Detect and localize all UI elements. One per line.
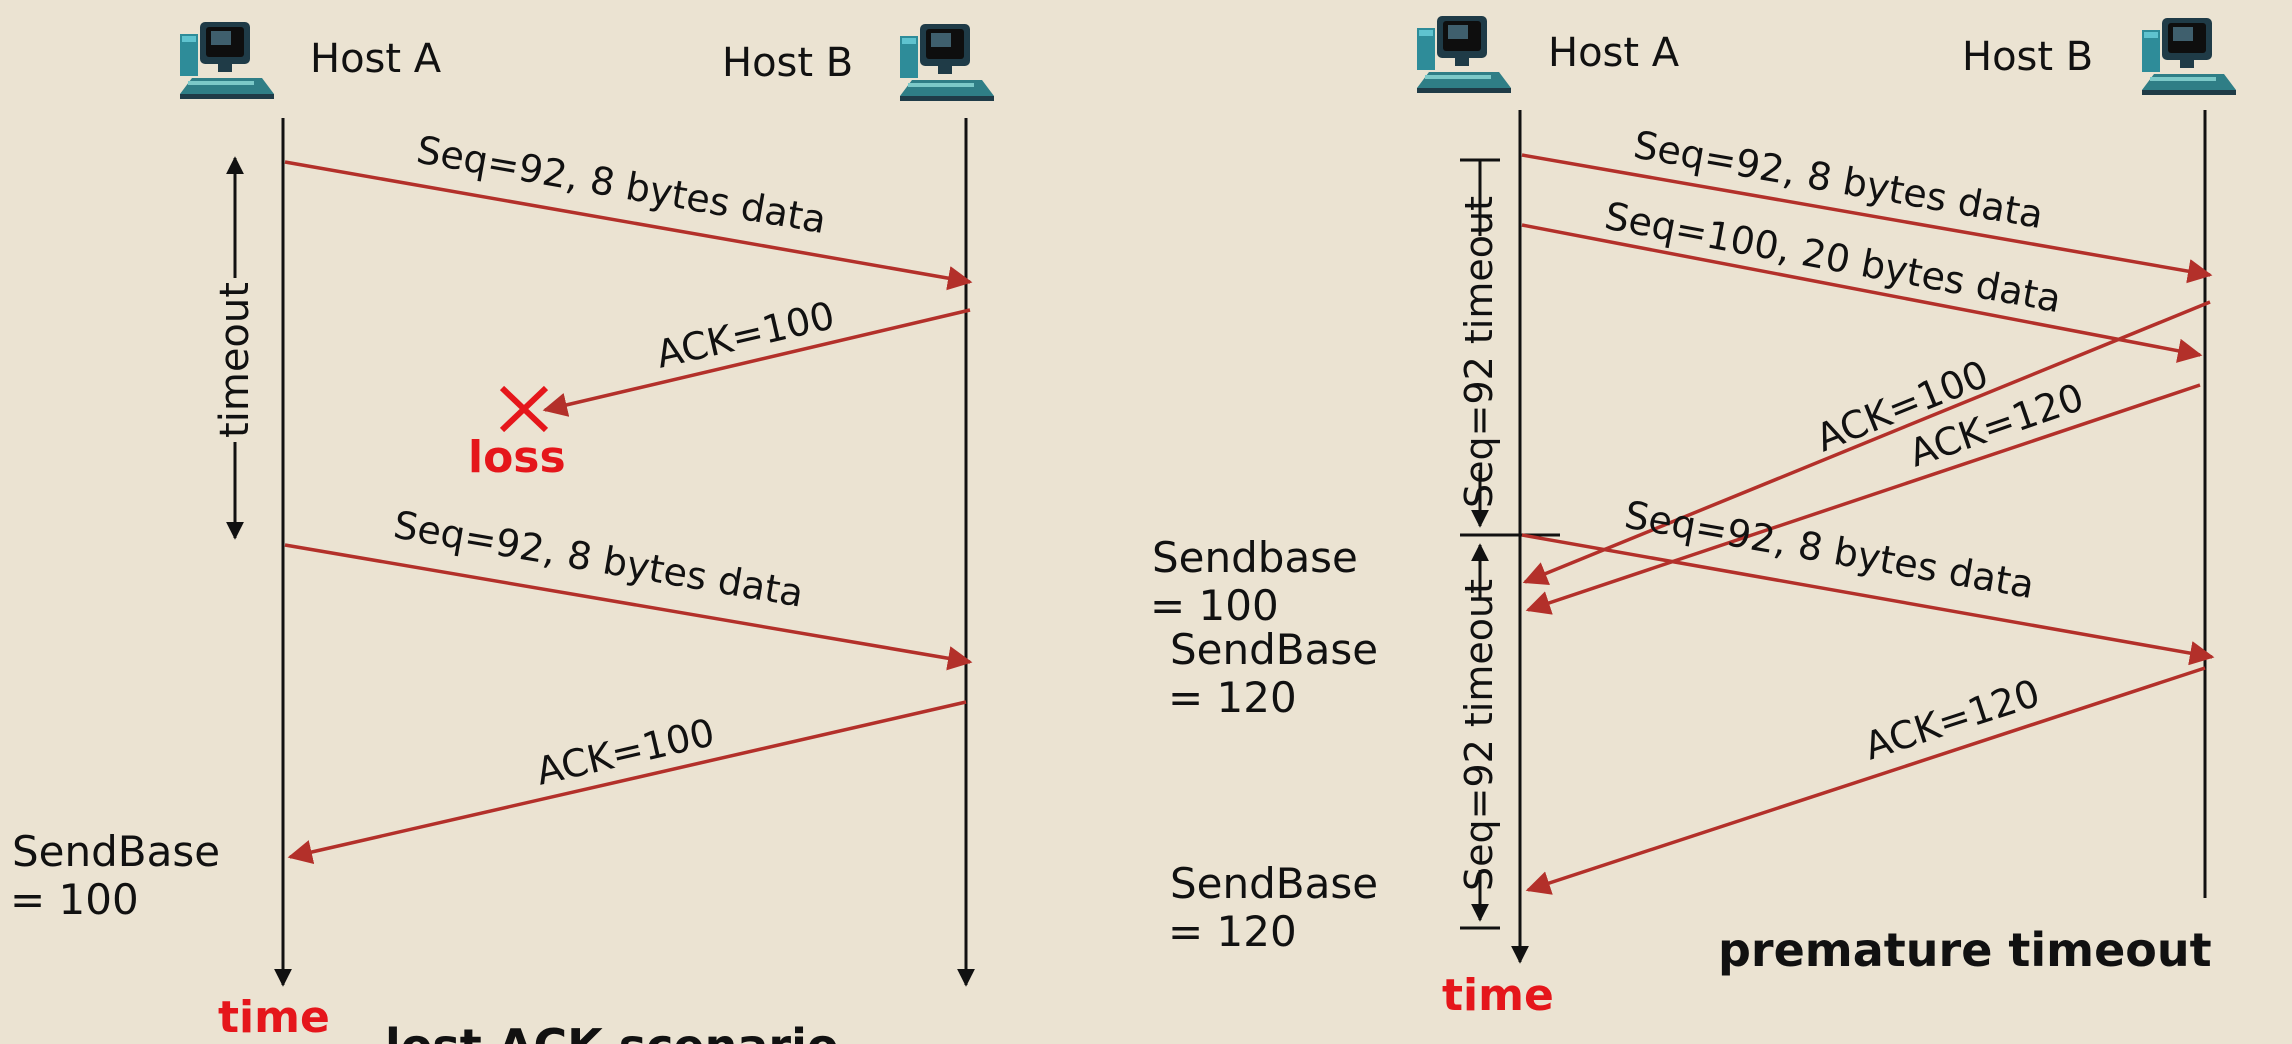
right-host-b-label: Host B: [1962, 34, 2093, 80]
right-time-label: time: [1442, 970, 1554, 1021]
right-sendbase3-label: SendBase: [1170, 859, 1378, 908]
right-ack120-arrow: [1525, 383, 2201, 615]
left-host-b-label: Host B: [722, 40, 853, 86]
right-panel: Host A Host B Seq=92 timeout Seq=92 time…: [1150, 16, 2236, 1021]
left-panel: Host A Host B timeout Seq=92, 8 bytes da…: [10, 22, 994, 1044]
right-caption: premature timeout: [1718, 923, 2212, 977]
right-ack100-arrow: [1522, 300, 2211, 585]
loss-x-icon: [499, 385, 549, 433]
right-ack120-final-label: ACK=120: [1859, 671, 2045, 769]
left-timeout-label: timeout: [212, 282, 258, 438]
left-seq92-arrow: [284, 160, 973, 291]
right-host-a-label: Host A: [1548, 30, 1680, 76]
left-ack100-arrow: [287, 700, 967, 865]
right-sendbase1-label: Sendbase: [1152, 533, 1358, 582]
loss-label: loss: [468, 432, 566, 483]
left-seq92-retransmit-arrow: [284, 543, 973, 671]
right-seq92-arrow: [1521, 153, 2213, 284]
right-sendbase2-label: SendBase: [1170, 625, 1378, 674]
host-a-computer-icon: [1417, 16, 1511, 93]
right-sendbase1-value: = 100: [1150, 581, 1279, 630]
left-sendbase-label: SendBase: [12, 827, 220, 876]
right-sendbase3-value: = 120: [1168, 907, 1297, 956]
right-seq92-retransmit-arrow: [1521, 533, 2215, 666]
left-time-label: time: [218, 992, 330, 1043]
right-timeout1-label: Seq=92 timeout: [1457, 196, 1501, 508]
left-sendbase-value: = 100: [10, 875, 139, 924]
left-caption: lost ACK scenario: [385, 1019, 838, 1044]
right-sendbase2-value: = 120: [1168, 673, 1297, 722]
left-ack100-lost-arrow: [542, 308, 971, 417]
left-seq92-label: Seq=92, 8 bytes data: [413, 128, 829, 243]
host-b-computer-icon: [2142, 18, 2236, 95]
left-host-a-label: Host A: [310, 36, 442, 82]
host-b-computer-icon: [900, 24, 994, 101]
right-ack120-final-arrow: [1525, 666, 2206, 895]
right-seq100-arrow: [1521, 223, 2203, 363]
host-a-computer-icon: [180, 22, 274, 99]
right-timeout2-label: Seq=92 timeout: [1457, 579, 1501, 891]
